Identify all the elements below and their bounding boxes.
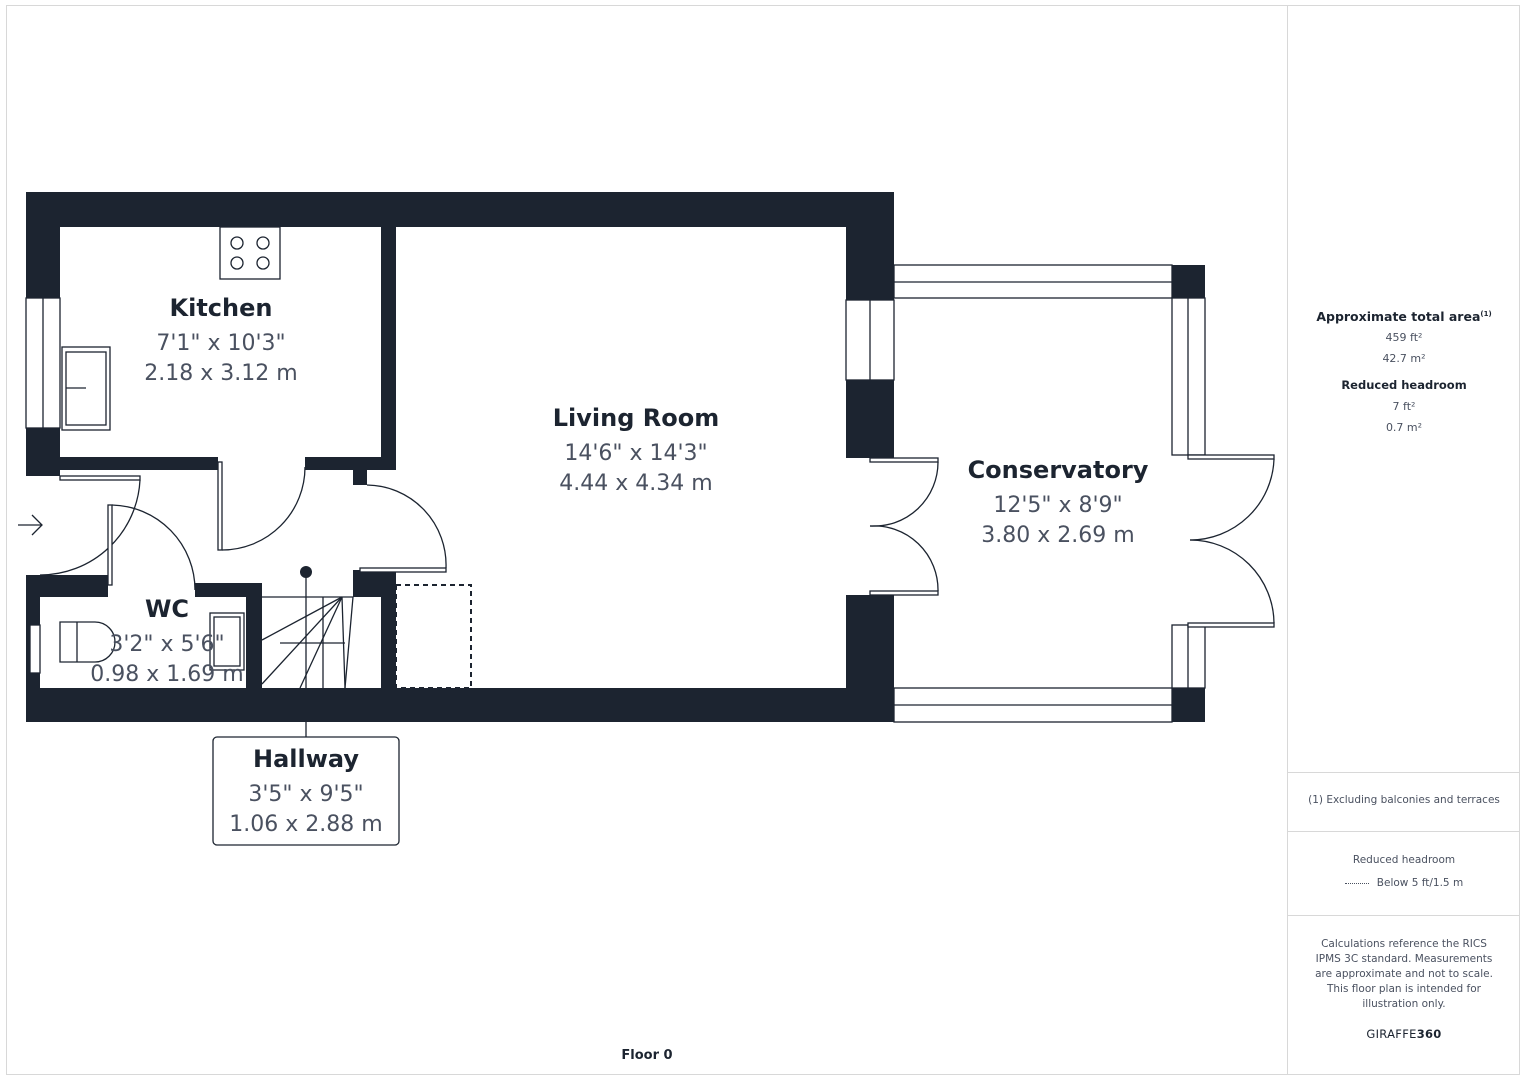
- divider: [1288, 831, 1520, 832]
- basin-icon: [209, 612, 245, 671]
- floor-label: Floor 0: [621, 1048, 672, 1063]
- dotted-line-icon: [1344, 882, 1369, 884]
- room-living-room: Living Room 14'6" x 14'3" 4.44 x 4.34 m: [553, 404, 719, 496]
- sink-icon: [61, 346, 111, 431]
- room-dims-imperial: 3'5" x 9'5": [248, 782, 363, 807]
- brand-suffix: 360: [1416, 1027, 1442, 1041]
- room-dims-imperial: 3'2" x 5'6": [109, 632, 224, 657]
- brand-logo: GIRAFFE360: [1288, 1027, 1520, 1042]
- walls: [26, 192, 1205, 722]
- info-panel: Approximate total area(1) 459 ft² 42.7 m…: [1287, 5, 1520, 1075]
- room-dims-imperial: 12'5" x 8'9": [993, 493, 1122, 518]
- legend-title: Reduced headroom: [1352, 854, 1456, 866]
- room-hallway: Hallway 3'5" x 9'5" 1.06 x 2.88 m: [212, 736, 400, 846]
- room-dims-imperial: 14'6" x 14'3": [564, 441, 707, 466]
- doors: [39, 454, 1275, 628]
- page-frame: [6, 5, 1520, 1075]
- room-kitchen: Kitchen 7'1" x 10'3" 2.18 x 3.12 m: [144, 294, 297, 386]
- total-area-title: Approximate total area: [1316, 309, 1481, 325]
- arrow-right-icon: [18, 514, 43, 536]
- footnote: (1) Excluding balconies and terraces: [1308, 794, 1500, 806]
- room-dims-imperial: 7'1" x 10'3": [156, 331, 285, 356]
- toilet-icon: [59, 621, 116, 663]
- room-name: Kitchen: [170, 294, 273, 322]
- disclaimer: Calculations reference the RICS IPMS 3C …: [1315, 938, 1493, 1010]
- room-dims-metric: 1.06 x 2.88 m: [229, 812, 382, 837]
- legend-item: Below 5 ft/1.5 m: [1376, 877, 1464, 889]
- reduced-headroom-area: [395, 584, 472, 689]
- brand-prefix: GIRAFFE: [1366, 1027, 1417, 1041]
- room-conservatory: Conservatory 12'5" x 8'9" 3.80 x 2.69 m: [968, 456, 1149, 548]
- room-name: Conservatory: [968, 456, 1149, 484]
- reduced-ft: 7 ft²: [1392, 400, 1416, 414]
- divider: [1288, 772, 1520, 773]
- legend: Reduced headroom Below 5 ft/1.5 m: [1288, 853, 1520, 891]
- room-dims-metric: 2.18 x 3.12 m: [144, 361, 297, 386]
- floor-plan: Kitchen 7'1" x 10'3" 2.18 x 3.12 m Livin…: [18, 192, 1275, 1063]
- room-dims-metric: 0.98 x 1.69 m: [90, 662, 243, 687]
- total-area: Approximate total area(1) 459 ft² 42.7 m…: [1288, 307, 1520, 435]
- room-dims-metric: 4.44 x 4.34 m: [559, 471, 712, 496]
- room-name: Hallway: [253, 745, 359, 773]
- reduced-title: Reduced headroom: [1341, 378, 1467, 393]
- room-name: Living Room: [553, 404, 719, 432]
- room-wc: WC 3'2" x 5'6" 0.98 x 1.69 m: [90, 595, 243, 687]
- stairs: [261, 566, 354, 738]
- reduced-m: 0.7 m²: [1385, 421, 1423, 435]
- divider: [1288, 915, 1520, 916]
- room-dims-metric: 3.80 x 2.69 m: [981, 523, 1134, 548]
- windows: [25, 264, 1206, 723]
- hob-icon: [219, 226, 281, 280]
- total-m: 42.7 m²: [1382, 352, 1426, 366]
- footnote-marker: (1): [1480, 310, 1492, 318]
- room-name: WC: [145, 595, 189, 623]
- total-ft: 459 ft²: [1385, 331, 1423, 345]
